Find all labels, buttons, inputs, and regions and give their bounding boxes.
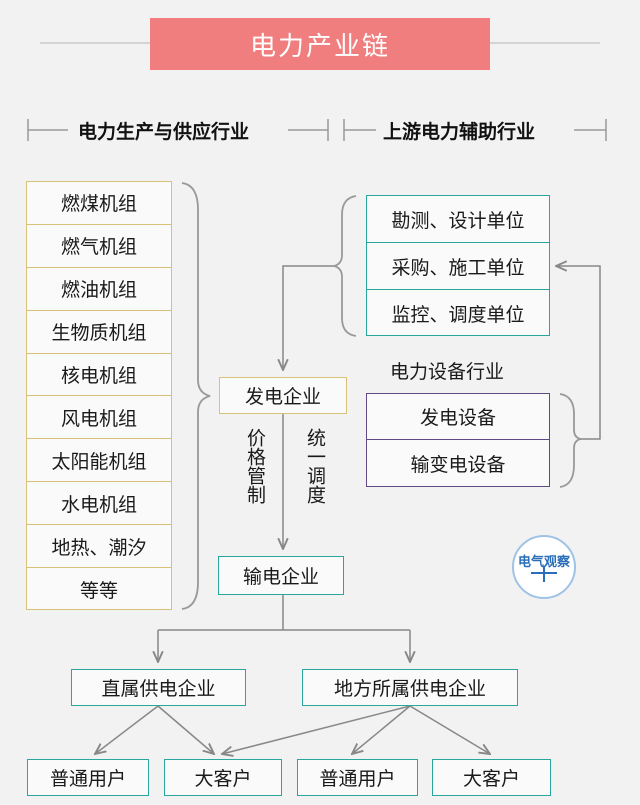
generator-item-solar: 太阳能机组 — [27, 439, 171, 483]
equipment-to-aux-arrow — [556, 266, 601, 440]
direct-to-large-arrow — [157, 705, 214, 754]
generator-item-wind: 风电机组 — [27, 396, 171, 440]
generator-item-gas: 燃气机组 — [27, 225, 171, 268]
customer-ordinary-right: 普通用户 — [297, 759, 418, 796]
equipment-group: 发电设备 输变电设备 — [366, 393, 550, 487]
customer-large-right: 大客户 — [432, 759, 551, 796]
generator-brace — [181, 182, 211, 610]
price-regulation-label: 价格管制 — [244, 428, 266, 504]
generator-item-coal: 燃煤机组 — [27, 182, 171, 225]
generator-item-biomass: 生物质机组 — [27, 311, 171, 354]
generator-item-oil: 燃油机组 — [27, 268, 171, 311]
right-heading-span — [343, 119, 607, 141]
auxiliary-group: 勘测、设计单位 采购、施工单位 监控、调度单位 — [366, 195, 550, 336]
direct-to-ordinary-arrow — [95, 705, 159, 754]
local-supply-node: 地方所属供电企业 — [302, 669, 518, 706]
auxiliary-brace — [333, 195, 357, 337]
equipment-item-transmission: 输变电设备 — [410, 453, 506, 476]
customer-ordinary-left: 普通用户 — [27, 759, 149, 796]
power-generation-node: 发电企业 — [219, 377, 347, 414]
generator-item-hydro: 水电机组 — [27, 482, 171, 526]
aux-to-generation-arrow — [283, 265, 334, 370]
aux-item-procurement-construction: 采购、施工单位 — [367, 243, 549, 290]
generator-item-nuclear: 核电机组 — [27, 354, 171, 397]
local-to-large-left-arrow — [222, 705, 411, 754]
local-to-ordinary-arrow — [352, 705, 411, 754]
transmission-fork — [158, 595, 410, 631]
equipment-brace — [559, 393, 583, 488]
left-heading-span — [27, 119, 329, 141]
aux-item-monitoring-dispatch: 监控、调度单位 — [391, 304, 525, 326]
aux-item-survey-design: 勘测、设计单位 — [367, 196, 549, 243]
plug-icon — [531, 565, 557, 584]
equipment-item-generation: 发电设备 — [367, 394, 549, 440]
generator-list: 燃煤机组 燃气机组 燃油机组 生物质机组 核电机组 风电机组 太阳能机组 水电机… — [26, 181, 172, 610]
customer-large-left: 大客户 — [164, 759, 282, 796]
heading-upstream-auxiliary: 上游电力辅助行业 — [383, 121, 536, 143]
diagram-title: 电力产业链 — [150, 18, 490, 70]
direct-supply-node: 直属供电企业 — [71, 669, 246, 706]
local-to-large-right-arrow — [409, 705, 490, 754]
unified-dispatch-label: 统一调度 — [304, 428, 326, 504]
brand-badge: 电气观察 — [512, 535, 576, 599]
transmission-node: 输电企业 — [218, 556, 344, 595]
generator-item-etc: 等等 — [79, 579, 118, 602]
heading-production-supply: 电力生产与供应行业 — [78, 121, 250, 143]
brand-badge-text: 电气观察 — [517, 554, 570, 570]
equipment-industry-label: 电力设备行业 — [390, 361, 505, 383]
generator-item-geothermal-tidal: 地热、潮汐 — [27, 525, 171, 569]
